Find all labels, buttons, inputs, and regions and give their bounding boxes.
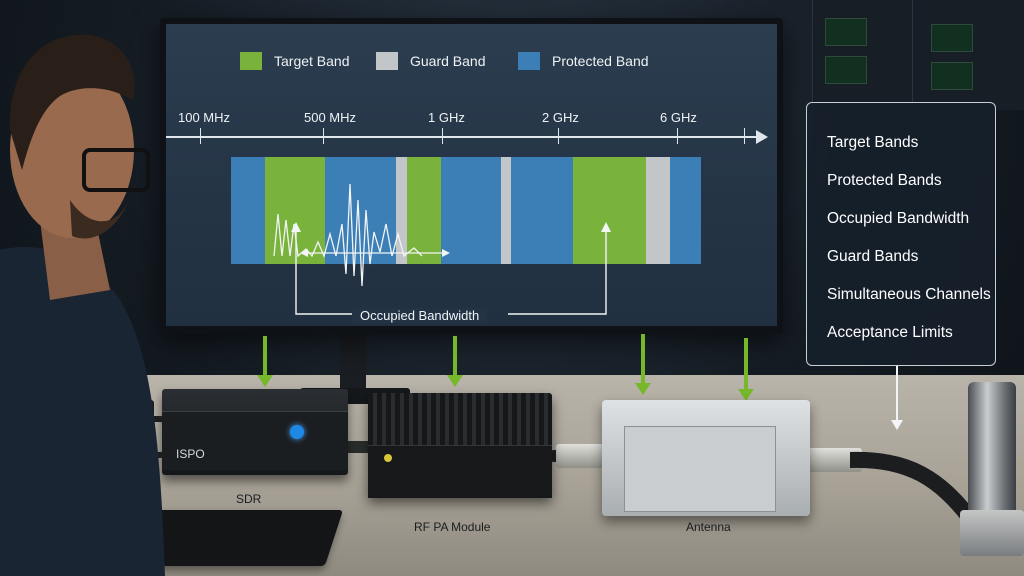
- pa-front-panel: [368, 445, 552, 498]
- panel-item-acceptance-limits: Acceptance Limits: [827, 324, 953, 341]
- rack-display: [931, 24, 973, 52]
- legend-swatch-protected: [518, 52, 540, 70]
- rf-pa-module: [368, 393, 552, 498]
- protected-band: [670, 157, 701, 264]
- arrow-left-icon: [300, 249, 308, 257]
- protected-band: [511, 157, 573, 264]
- target-band: [407, 157, 441, 264]
- arrow-down-icon: [447, 375, 463, 387]
- monitor: Target Band Guard Band Protected Band 10…: [160, 18, 783, 334]
- legend-swatch-target: [240, 52, 262, 70]
- panel-item-occupied-bandwidth: Occupied Bandwidth: [827, 210, 970, 227]
- rack-display: [825, 56, 867, 84]
- axis-tick-label: 2 GHz: [542, 110, 579, 125]
- monitor-stand: [340, 334, 366, 394]
- legend-label: Target Band: [274, 53, 350, 69]
- arrow-up-icon: [601, 222, 611, 232]
- power-button-icon: [290, 425, 304, 439]
- antenna-label: Antenna: [686, 520, 731, 534]
- axis-tick: [677, 128, 678, 144]
- sdr-label: SDR: [236, 492, 262, 506]
- occupied-bandwidth-diagram: [273, 183, 611, 315]
- frequency-axis: [166, 136, 760, 138]
- pa-label: RF PA Module: [414, 520, 491, 534]
- equipment-rack-right: [912, 0, 1024, 110]
- panel-item-protected-bands: Protected Bands: [827, 172, 942, 189]
- arrow-up-icon: [291, 222, 301, 232]
- antenna-base: [960, 510, 1024, 556]
- guard-band: [646, 157, 670, 264]
- guard-band: [501, 157, 511, 264]
- sdr-brand: ISPO: [176, 447, 205, 461]
- legend-item-protected: Protected Band: [518, 52, 649, 70]
- axis-tick-label: 6 GHz: [660, 110, 697, 125]
- green-arrow-antenna-2: [744, 338, 748, 390]
- engineer-person: [0, 34, 165, 576]
- axis-tick: [558, 128, 559, 144]
- axis-tick-label: 100 MHz: [178, 110, 231, 125]
- status-led-icon: [384, 454, 392, 462]
- legend-swatch-guard: [376, 52, 398, 70]
- rack-display: [931, 62, 973, 90]
- sdr-front-panel: [162, 411, 348, 470]
- arrow-down-icon: [257, 375, 273, 387]
- green-arrow-antenna-1: [641, 334, 645, 384]
- antenna-front-panel: [624, 426, 776, 512]
- rack-display: [825, 18, 867, 46]
- legend-item-target: Target Band: [240, 52, 350, 70]
- signal-waveform: [273, 183, 423, 287]
- target-band: [573, 157, 646, 264]
- panel-arrow: [896, 366, 898, 420]
- panel-item-target-bands: Target Bands: [827, 134, 919, 151]
- protected-band: [441, 157, 501, 264]
- green-arrow-sdr: [263, 336, 267, 376]
- person-beard: [70, 196, 130, 239]
- person-hair: [9, 34, 135, 170]
- coax-cable: [850, 451, 978, 526]
- requirements-panel: Target Bands Protected Bands Occupied Ba…: [806, 102, 996, 366]
- axis-arrow-icon: [756, 130, 768, 144]
- axis-tick: [442, 128, 443, 144]
- callout-line-left: [295, 230, 352, 315]
- monitor-screen: Target Band Guard Band Protected Band 10…: [166, 24, 777, 326]
- axis-tick: [744, 128, 745, 144]
- glasses-icon: [82, 148, 150, 192]
- axis-tick-label: 500 MHz: [304, 110, 357, 125]
- axis-tick: [323, 128, 324, 144]
- callout-line-right: [508, 230, 607, 315]
- green-arrow-pa: [453, 336, 457, 376]
- antenna-unit: [602, 400, 810, 516]
- guard-band: [396, 157, 407, 264]
- axis-tick-label: 1 GHz: [428, 110, 465, 125]
- arrow-down-icon: [635, 383, 651, 395]
- legend-label: Guard Band: [410, 53, 486, 69]
- panel-item-simultaneous-channels: Simultaneous Channels: [827, 286, 991, 303]
- protected-band: [231, 157, 265, 264]
- arrow-down-icon: [891, 420, 903, 430]
- person-neck: [40, 218, 110, 300]
- person-body: [0, 247, 165, 576]
- occupied-bandwidth-label: Occupied Bandwidth: [352, 308, 488, 323]
- arrow-right-icon: [442, 249, 450, 257]
- connector: [556, 444, 604, 468]
- mug-handle: [150, 416, 174, 458]
- legend-item-guard: Guard Band: [376, 52, 486, 70]
- equipment-rack-left: [812, 0, 913, 110]
- panel-item-guard-bands: Guard Bands: [827, 248, 919, 265]
- legend-label: Protected Band: [552, 53, 649, 69]
- arrow-down-icon: [738, 389, 754, 401]
- axis-tick: [200, 128, 201, 144]
- sdr-device: ISPO: [162, 389, 348, 475]
